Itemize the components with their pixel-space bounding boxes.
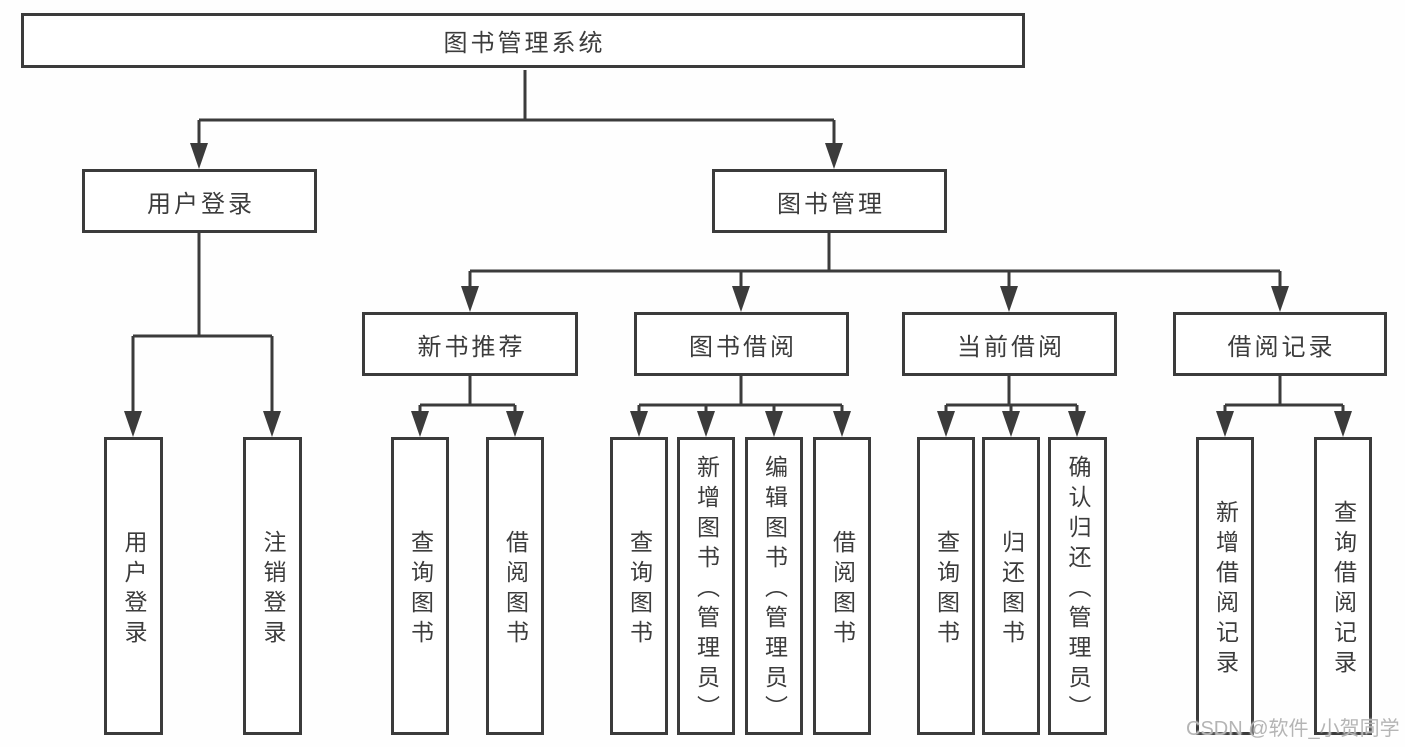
arrowhead xyxy=(411,411,429,437)
node-label: 注销登录 xyxy=(260,529,286,650)
leaf-query-borrow-record: 查询借阅记录 xyxy=(1314,437,1372,735)
leaf-query-books-3: 查询图书 xyxy=(917,437,975,735)
node-book-management: 图书管理 xyxy=(712,169,947,233)
arrowhead xyxy=(825,143,843,169)
connector-user-login-children xyxy=(131,233,274,415)
leaf-borrow-books-1: 借阅图书 xyxy=(486,437,544,735)
arrowhead xyxy=(1002,411,1020,437)
node-root-system: 图书管理系统 xyxy=(21,13,1025,68)
node-label: 借阅图书 xyxy=(829,529,856,650)
arrowhead xyxy=(765,411,783,437)
arrowhead xyxy=(1271,286,1289,312)
node-label: 查询图书 xyxy=(933,529,960,650)
node-label: 用户登录 xyxy=(147,190,255,218)
node-label: 用户登录 xyxy=(121,529,147,650)
arrowhead xyxy=(1068,411,1086,437)
arrowhead xyxy=(732,286,750,312)
arrowhead xyxy=(124,411,142,437)
connector-records-children xyxy=(1223,376,1345,415)
arrowhead xyxy=(697,411,715,437)
connector-book-borrow-children xyxy=(637,376,844,415)
node-label: 图书管理 xyxy=(777,190,885,218)
arrowhead xyxy=(1334,411,1352,437)
arrowhead xyxy=(461,286,479,312)
arrowhead xyxy=(833,411,851,437)
node-label: 确认归还（管理员） xyxy=(1065,454,1091,725)
node-current-borrowing: 当前借阅 xyxy=(902,312,1117,376)
csdn-watermark: CSDN @软件_小贺同学 xyxy=(1186,718,1400,740)
node-label: 借阅记录 xyxy=(1227,333,1336,361)
leaf-logout: 注销登录 xyxy=(243,437,302,735)
leaf-query-books-2: 查询图书 xyxy=(610,437,668,735)
arrowhead xyxy=(1216,411,1234,437)
connector-root-to-level2 xyxy=(197,70,836,145)
node-label: 查询借阅记录 xyxy=(1330,499,1357,680)
arrowhead xyxy=(263,411,281,437)
node-label: 新增借阅记录 xyxy=(1212,499,1239,680)
arrowhead xyxy=(1000,286,1018,312)
node-new-book-recommend: 新书推荐 xyxy=(362,312,578,376)
node-label: 归还图书 xyxy=(998,529,1025,650)
arrowhead xyxy=(630,411,648,437)
node-user-login: 用户登录 xyxy=(82,169,317,233)
arrowhead xyxy=(937,411,955,437)
node-label: 借阅图书 xyxy=(502,529,529,650)
leaf-return-books: 归还图书 xyxy=(982,437,1040,735)
arrowhead xyxy=(506,411,524,437)
leaf-user-login: 用户登录 xyxy=(104,437,163,735)
node-label: 当前借阅 xyxy=(957,333,1065,361)
arrowhead xyxy=(190,143,208,169)
connector-book-mgmt-children xyxy=(468,233,1282,290)
node-label: 图书借阅 xyxy=(689,333,797,361)
node-label: 新书推荐 xyxy=(417,333,526,361)
leaf-edit-book-admin: 编辑图书（管理员） xyxy=(745,437,803,735)
node-borrowing-records: 借阅记录 xyxy=(1173,312,1387,376)
connector-new-book-children xyxy=(418,376,517,415)
node-label: 查询图书 xyxy=(407,529,434,650)
leaf-borrow-books-2: 借阅图书 xyxy=(813,437,871,735)
connector-current-borrow-children xyxy=(944,376,1079,415)
leaf-add-borrow-record: 新增借阅记录 xyxy=(1196,437,1254,735)
node-label: 查询图书 xyxy=(626,529,653,650)
leaf-confirm-return-admin: 确认归还（管理员） xyxy=(1048,437,1107,735)
node-label: 新增图书（管理员） xyxy=(693,454,720,725)
node-label: 图书管理系统 xyxy=(443,30,606,57)
leaf-query-books-1: 查询图书 xyxy=(391,437,449,735)
node-book-borrowing: 图书借阅 xyxy=(634,312,849,376)
leaf-add-book-admin: 新增图书（管理员） xyxy=(677,437,735,735)
node-label: 编辑图书（管理员） xyxy=(761,454,788,725)
